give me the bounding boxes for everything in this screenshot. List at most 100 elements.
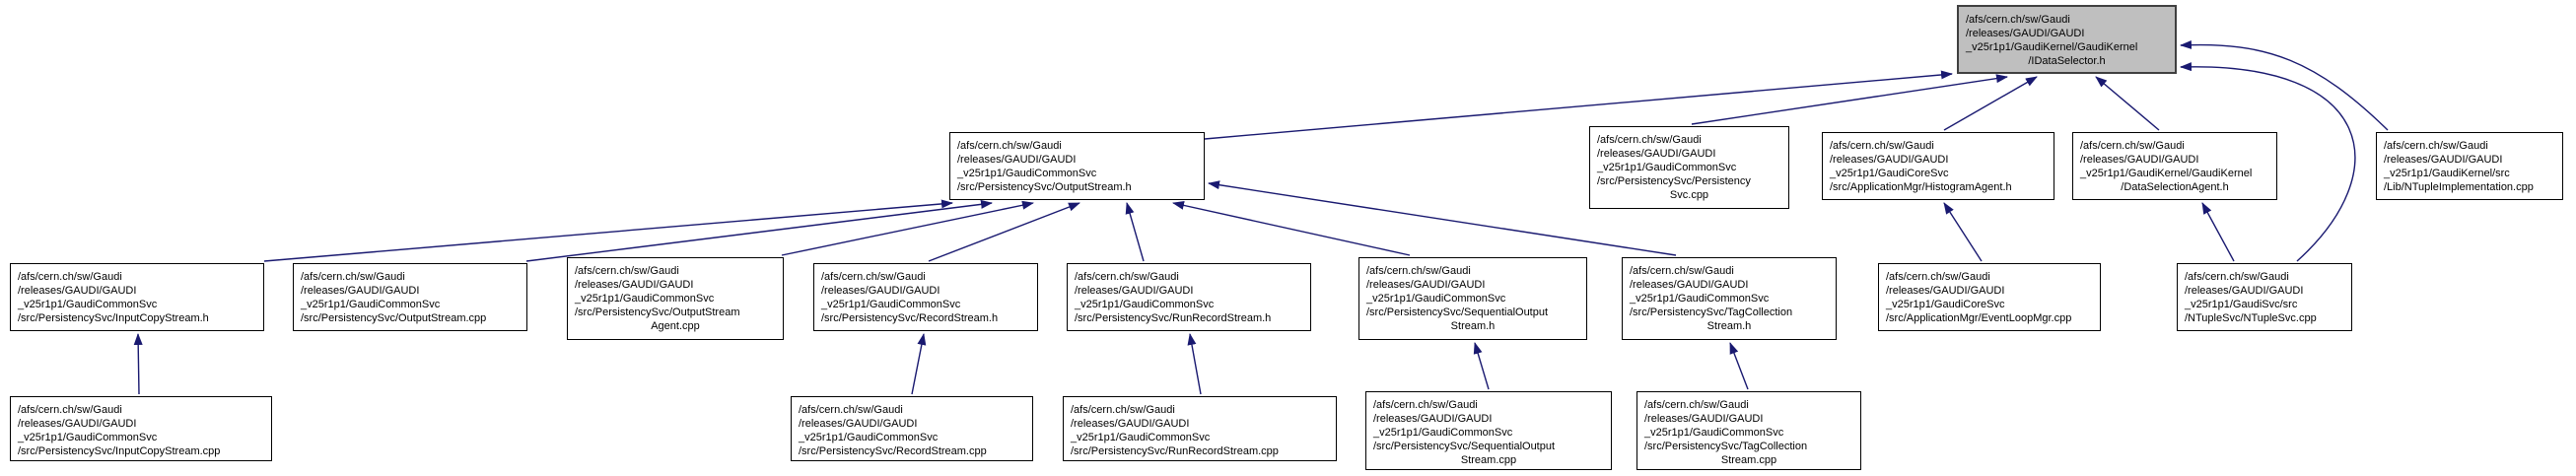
node-label-line: /releases/GAUDI/GAUDI [1966, 28, 2085, 39]
node-label-line: /afs/cern.ch/sw/Gaudi [1373, 399, 1478, 411]
node-label-line: /src/PersistencySvc/Persistency [1597, 175, 1751, 187]
node-tagcollectionstream-cpp[interactable]: /afs/cern.ch/sw/Gaudi/releases/GAUDI/GAU… [1636, 391, 1861, 470]
node-label-line: /afs/cern.ch/sw/Gaudi [957, 140, 1062, 152]
node-label-line: _v25r1p1/GaudiCommonSvc [799, 432, 939, 443]
node-sequentialoutputstream-cpp[interactable]: /afs/cern.ch/sw/Gaudi/releases/GAUDI/GAU… [1365, 391, 1612, 470]
node-label-line: /afs/cern.ch/sw/Gaudi [821, 271, 926, 283]
node-label-line: _v25r1p1/GaudiCommonSvc [1644, 427, 1784, 439]
node-label-line: /releases/GAUDI/GAUDI [1075, 285, 1194, 297]
node-label-line: /afs/cern.ch/sw/Gaudi [301, 271, 405, 283]
node-outputstream-cpp[interactable]: /afs/cern.ch/sw/Gaudi/releases/GAUDI/GAU… [293, 263, 527, 331]
node-inputcopystream-cpp[interactable]: /afs/cern.ch/sw/Gaudi/releases/GAUDI/GAU… [10, 396, 272, 461]
node-label-line: /afs/cern.ch/sw/Gaudi [1644, 399, 1749, 411]
node-label-line: /releases/GAUDI/GAUDI [1597, 148, 1716, 160]
node-label-line: _v25r1p1/GaudiCoreSvc [1830, 168, 1949, 179]
node-label-line: _v25r1p1/GaudiCommonSvc [18, 432, 158, 443]
node-label-line: /releases/GAUDI/GAUDI [799, 418, 918, 430]
node-label-line: _v25r1p1/GaudiCommonSvc [301, 299, 441, 310]
node-label-line: /releases/GAUDI/GAUDI [2185, 285, 2304, 297]
node-label-line: /releases/GAUDI/GAUDI [1886, 285, 2005, 297]
node-label-line: /releases/GAUDI/GAUDI [1630, 279, 1749, 291]
node-label-line: /releases/GAUDI/GAUDI [1373, 413, 1493, 425]
node-eventloopmgr-cpp[interactable]: /afs/cern.ch/sw/Gaudi/releases/GAUDI/GAU… [1878, 263, 2101, 331]
edge-histogramagent-h-to-idataselector-h [1943, 76, 2038, 131]
node-label-line: _v25r1p1/GaudiCommonSvc [1373, 427, 1513, 439]
node-recordstream-h[interactable]: /afs/cern.ch/sw/Gaudi/releases/GAUDI/GAU… [813, 263, 1038, 331]
node-label-line: /afs/cern.ch/sw/Gaudi [1886, 271, 1990, 283]
node-label-line: /releases/GAUDI/GAUDI [1644, 413, 1764, 425]
node-label-line: /releases/GAUDI/GAUDI [1366, 279, 1486, 291]
node-persistencysvc-cpp[interactable]: /afs/cern.ch/sw/Gaudi/releases/GAUDI/GAU… [1589, 126, 1789, 209]
node-dataselectionagent-h[interactable]: /afs/cern.ch/sw/Gaudi/releases/GAUDI/GAU… [2072, 132, 2277, 200]
node-label-line: /afs/cern.ch/sw/Gaudi [18, 271, 122, 283]
node-label-line: /src/PersistencySvc/OutputStream [575, 306, 740, 318]
node-label-line: /src/PersistencySvc/RunRecordStream.h [1075, 312, 1272, 324]
edge-outputstreamagent-cpp-to-outputstream-h [781, 200, 1034, 256]
node-tagcollectionstream-h[interactable]: /afs/cern.ch/sw/Gaudi/releases/GAUDI/GAU… [1622, 257, 1837, 340]
node-label-line: /afs/cern.ch/sw/Gaudi [2384, 140, 2488, 152]
node-label-line: /afs/cern.ch/sw/Gaudi [799, 404, 903, 416]
node-histogramagent-h[interactable]: /afs/cern.ch/sw/Gaudi/releases/GAUDI/GAU… [1822, 132, 2054, 200]
node-label-line: /afs/cern.ch/sw/Gaudi [1597, 134, 1702, 146]
node-label-line: /src/PersistencySvc/RecordStream.h [821, 312, 999, 324]
node-label-line: _v25r1p1/GaudiCommonSvc [1071, 432, 1211, 443]
node-outputstreamagent-cpp[interactable]: /afs/cern.ch/sw/Gaudi/releases/GAUDI/GAU… [567, 257, 784, 340]
node-label-line: /afs/cern.ch/sw/Gaudi [2080, 140, 2185, 152]
edge-ntuplesvc-cpp-to-dataselectionagent-h [2201, 202, 2235, 262]
node-label-line: /src/PersistencySvc/TagCollection [1630, 306, 1793, 318]
node-label-line: /releases/GAUDI/GAUDI [957, 154, 1077, 166]
node-label-line: /afs/cern.ch/sw/Gaudi [1366, 265, 1471, 277]
node-label-line: _v25r1p1/GaudiCommonSvc [1630, 293, 1770, 305]
edge-dataselectionagent-h-to-idataselector-h [2095, 76, 2160, 131]
node-label-line: Svc.cpp [1669, 189, 1709, 201]
node-ntuplesvc-cpp[interactable]: /afs/cern.ch/sw/Gaudi/releases/GAUDI/GAU… [2177, 263, 2352, 331]
node-outputstream-h[interactable]: /afs/cern.ch/sw/Gaudi/releases/GAUDI/GAU… [949, 132, 1205, 200]
node-runrecordstream-h[interactable]: /afs/cern.ch/sw/Gaudi/releases/GAUDI/GAU… [1067, 263, 1311, 331]
node-label-line: /releases/GAUDI/GAUDI [301, 285, 420, 297]
node-label-line: /releases/GAUDI/GAUDI [1071, 418, 1190, 430]
node-label-line: Stream.cpp [1720, 454, 1777, 466]
node-label-line: /releases/GAUDI/GAUDI [18, 285, 137, 297]
node-label-line: /releases/GAUDI/GAUDI [1830, 154, 1949, 166]
node-label-line: /afs/cern.ch/sw/Gaudi [1071, 404, 1175, 416]
node-label-line: Agent.cpp [651, 320, 700, 332]
node-recordstream-cpp[interactable]: /afs/cern.ch/sw/Gaudi/releases/GAUDI/GAU… [791, 396, 1033, 461]
node-runrecordstream-cpp[interactable]: /afs/cern.ch/sw/Gaudi/releases/GAUDI/GAU… [1063, 396, 1337, 461]
node-inputcopystream-h[interactable]: /afs/cern.ch/sw/Gaudi/releases/GAUDI/GAU… [10, 263, 264, 331]
edge-runrecordstream-h-to-outputstream-h [1125, 202, 1145, 262]
edge-tagcollectionstream-cpp-to-tagcollectionstream-h [1729, 342, 1749, 390]
node-label-line: /Lib/NTupleImplementation.cpp [2384, 181, 2534, 193]
node-label-line: /releases/GAUDI/GAUDI [2080, 154, 2199, 166]
node-label-line: _v25r1p1/GaudiKernel/GaudiKernel [2080, 168, 2253, 179]
node-label-line: _v25r1p1/GaudiCommonSvc [957, 168, 1097, 179]
node-label-line: /afs/cern.ch/sw/Gaudi [2185, 271, 2289, 283]
node-label-line: /src/PersistencySvc/InputCopyStream.h [18, 312, 209, 324]
edge-recordstream-h-to-outputstream-h [928, 202, 1080, 262]
edge-recordstream-cpp-to-recordstream-h [911, 333, 927, 395]
node-sequentialoutputstream-h[interactable]: /afs/cern.ch/sw/Gaudi/releases/GAUDI/GAU… [1358, 257, 1587, 340]
node-label-line: /releases/GAUDI/GAUDI [18, 418, 137, 430]
node-label-line: _v25r1p1/GaudiCommonSvc [821, 299, 961, 310]
node-label-line: _v25r1p1/GaudiCommonSvc [1366, 293, 1506, 305]
node-idataselector-h: /afs/cern.ch/sw/Gaudi/releases/GAUDI/GAU… [1957, 5, 2177, 74]
node-label-line: /afs/cern.ch/sw/Gaudi [575, 265, 679, 277]
edge-outputstream-h-to-idataselector-h [1204, 70, 1953, 140]
node-label-line: /src/PersistencySvc/InputCopyStream.cpp [18, 445, 221, 457]
node-label-line: /afs/cern.ch/sw/Gaudi [1966, 14, 2070, 26]
node-label-line: _v25r1p1/GaudiKernel/GaudiKernel [1966, 41, 2138, 53]
node-label-line: /releases/GAUDI/GAUDI [2384, 154, 2503, 166]
node-label-line: _v25r1p1/GaudiCommonSvc [1597, 162, 1737, 173]
edge-outputstream-cpp-to-outputstream-h [525, 199, 993, 262]
edge-ntupleimplementation-cpp-to-idataselector-h [2180, 40, 2389, 131]
node-label-line: _v25r1p1/GaudiKernel/src [2384, 168, 2510, 179]
node-label-line: /releases/GAUDI/GAUDI [575, 279, 694, 291]
node-ntupleimplementation-cpp[interactable]: /afs/cern.ch/sw/Gaudi/releases/GAUDI/GAU… [2376, 132, 2563, 200]
node-label-line: /src/ApplicationMgr/HistogramAgent.h [1830, 181, 2012, 193]
edge-eventloopmgr-cpp-to-histogramagent-h [1943, 202, 1983, 262]
node-label-line: _v25r1p1/GaudiCommonSvc [575, 293, 715, 305]
node-label-line: /IDataSelector.h [2028, 55, 2106, 67]
node-label-line: /src/PersistencySvc/SequentialOutput [1373, 441, 1556, 452]
edge-inputcopystream-cpp-to-inputcopystream-h [133, 333, 143, 395]
